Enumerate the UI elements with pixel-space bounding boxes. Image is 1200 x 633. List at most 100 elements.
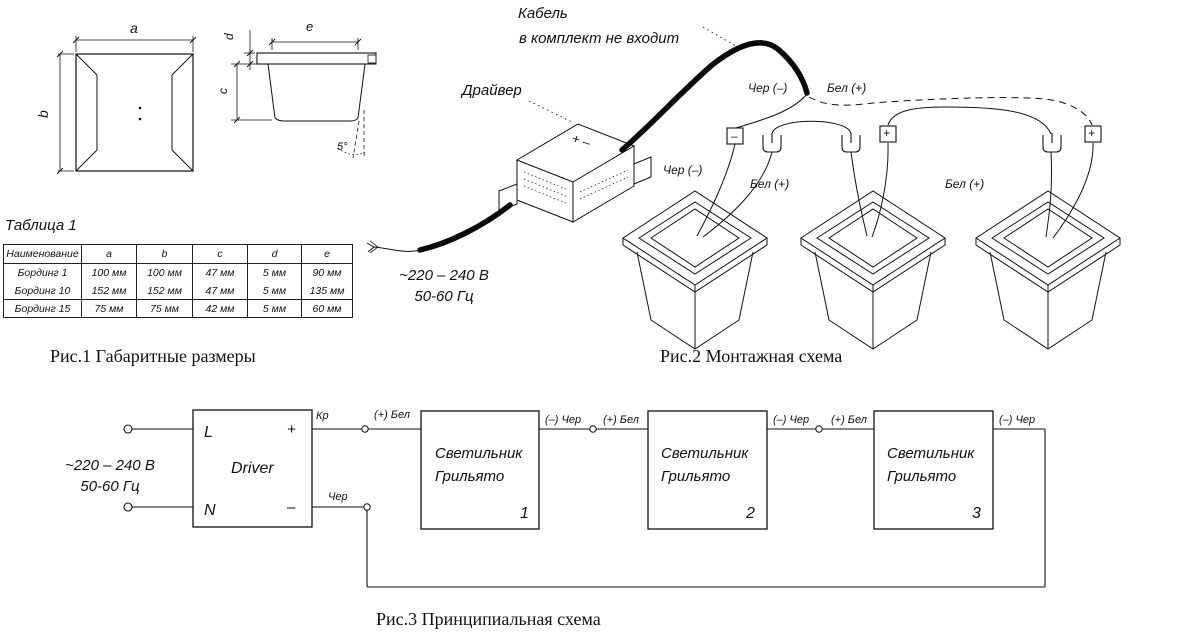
wire-label-cher: (–) Чер [545, 414, 581, 426]
table1-cell: 42 мм [193, 300, 248, 317]
fig1-front-view [75, 53, 194, 172]
driver-terminal-n: N [204, 502, 216, 519]
dim-e-label: e [306, 19, 313, 34]
table1-cell: 47 мм [193, 282, 248, 300]
fixture-label-line2: Грильято [661, 468, 730, 485]
wire-label-black: Чер (–) [663, 163, 702, 177]
wire-junction [589, 425, 597, 433]
fig3-caption: Рис.3 Принципиальная схема [376, 609, 601, 629]
fixture-label-line1: Светильник [661, 445, 749, 462]
driver-terminal-plus: + [287, 421, 296, 438]
wire-label-white: Бел (+) [750, 177, 789, 191]
cable-note-line2: в комплект не входит [519, 30, 679, 47]
plus-connector-sign: + [883, 126, 890, 140]
wire-junction [361, 425, 369, 433]
wire-label-bel: (+) Бел [831, 414, 867, 426]
fixture-3 [975, 190, 1121, 350]
plus-connector [1084, 125, 1102, 143]
input-terminal [123, 424, 133, 434]
dimension-ticks [56, 36, 362, 175]
wire-junction [363, 503, 371, 511]
table1-header-e: e [302, 245, 352, 264]
fixture-front-bevels [75, 53, 194, 172]
fixture-label-line2: Грильято [887, 468, 956, 485]
driver-label: Драйвер [460, 82, 522, 99]
scan-artifact [367, 54, 379, 254]
fixture-body-outline [267, 63, 366, 122]
wire-label-cher: Чер [328, 491, 348, 503]
table1-cell: 152 мм [137, 282, 193, 300]
wire-label-kr: Кр [316, 410, 329, 422]
table1-cell: 60 мм [312, 302, 342, 315]
wire-label-cher: (–) Чер [999, 414, 1035, 426]
center-mark [138, 117, 142, 121]
table1-cell: 100 мм [137, 264, 193, 282]
table1-header-name: Наименование [4, 245, 82, 264]
dim-a-label: a [130, 20, 138, 36]
fixture-number: 1 [520, 505, 529, 522]
input-terminal [123, 502, 133, 512]
fig3-schematic: L N + – Driver Светильник Грильято 1 Све… [65, 409, 1046, 588]
minus-connector [726, 127, 744, 145]
wire-label-white: Бел (+) [945, 177, 984, 191]
center-mark [138, 106, 142, 110]
table1-cell: 5 мм [248, 300, 302, 317]
label-leader-lines [528, 26, 742, 124]
fig2-caption: Рис.2 Монтажная схема [660, 346, 842, 366]
fig2-connectors: – + + [726, 125, 1102, 153]
wire-label-black: Чер (–) [748, 81, 787, 95]
driver-box [498, 123, 652, 223]
table1-cell: 135 мм [302, 282, 352, 300]
table1-cell: 5 мм [248, 264, 302, 282]
plus-connector-sign: + [1088, 126, 1095, 140]
output-cable [619, 40, 810, 153]
table1-header-b: b [137, 245, 193, 264]
fixture-2 [800, 190, 946, 350]
fixture-number: 2 [745, 505, 755, 522]
dim-d-label: d [222, 33, 236, 40]
driver-polarity-marks: + – [570, 131, 593, 151]
cable-note-line1: Кабель [518, 5, 568, 22]
fig1-dimensions: a b e d c 5° [35, 19, 362, 175]
table1-cell: Бординг 1 [4, 264, 82, 282]
fixture-1 [622, 190, 768, 350]
fixture-label-line1: Светильник [887, 445, 975, 462]
driver-block-label: Driver [231, 460, 274, 477]
mains-voltage: ~220 – 240 В [399, 267, 489, 284]
fixture-block-3 [873, 410, 994, 530]
input-cable-leads [366, 242, 421, 253]
fixture-front-outline [75, 53, 194, 172]
table1-header-a: a [82, 245, 137, 264]
fixture-label-line1: Светильник [435, 445, 523, 462]
mains-voltage: ~220 – 240 В [65, 457, 155, 474]
fixture-block-2 [647, 410, 768, 530]
fixture-block-1 [420, 410, 540, 530]
table1: Наименование a b c d e Бординг 1 100 мм … [3, 244, 353, 318]
fig1-caption: Рис.1 Габаритные размеры [50, 346, 256, 366]
table1-cell: 5 мм [248, 282, 302, 300]
table1-cell: 75 мм [137, 300, 193, 317]
fig1-side-view [256, 52, 377, 159]
table1-header-d: d [248, 245, 302, 264]
angle-label: 5° [337, 141, 348, 153]
fixture-flange-outline [256, 52, 377, 65]
u-clip-connectors [762, 133, 1062, 153]
table1-cell: 90 мм [312, 267, 342, 279]
wire-label-bel: (+) Бел [374, 409, 410, 421]
table1-cell: 152 мм [82, 282, 137, 300]
white-plus-wire-dashed [808, 96, 1093, 126]
wire-label-cher: (–) Чер [773, 414, 809, 426]
table1-cell: Бординг 15 [4, 300, 82, 317]
dim-c-label: c [216, 88, 230, 94]
dim-b-label: b [35, 110, 51, 118]
angle-reference-lines [352, 110, 365, 159]
table1-title: Таблица 1 [5, 217, 77, 234]
wire-label-bel: (+) Бел [603, 414, 639, 426]
mains-frequency: 50-60 Гц [80, 478, 140, 495]
table1-cell: Бординг 10 [4, 282, 82, 300]
table1-cell: 100 мм [82, 264, 137, 282]
wire-junction [815, 425, 823, 433]
plus-connector [879, 125, 897, 143]
